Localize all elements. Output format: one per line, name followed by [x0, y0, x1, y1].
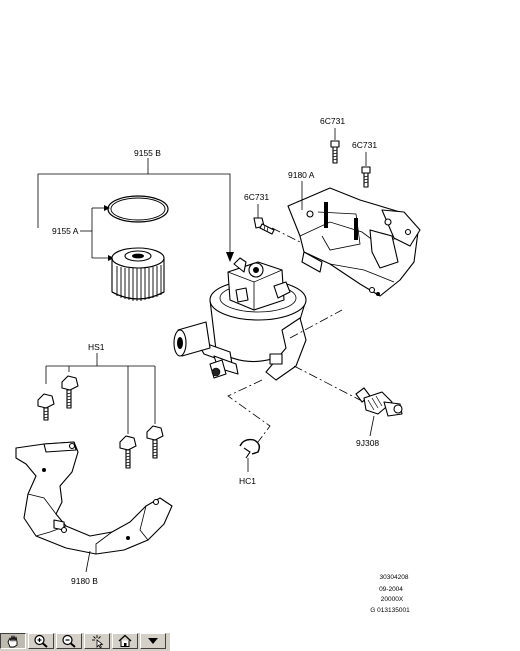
label-upper-bracket: 9180 A [288, 170, 315, 180]
dropdown-arrow-icon [145, 634, 161, 648]
bolt-6c731-top [330, 128, 340, 164]
filter-assembly-leader [37, 158, 234, 262]
meta-line-1: 30304208 [380, 574, 409, 581]
zoom-out-icon [61, 634, 77, 648]
lower-bracket [15, 441, 173, 555]
meta-line-2: 09-2004 [379, 586, 403, 593]
parts-diagram: 9155 B 9155 A [15, 116, 421, 614]
label-bolt-right: 6C731 [352, 140, 377, 150]
menu-dropdown-button[interactable] [140, 633, 166, 649]
sensor-9j308 [355, 387, 403, 437]
upper-bracket [287, 187, 421, 297]
meta-line-4: G 013135001 [370, 607, 410, 614]
hs1-bolt-1 [37, 393, 55, 421]
filter-element-leader [80, 205, 114, 261]
filter-cartridge [111, 247, 165, 301]
drawing-meta: 30304208 09-2004 20000X G 013135001 [370, 574, 410, 614]
zoom-in-icon [33, 634, 49, 648]
label-filter-assembly: 9155 B [134, 148, 161, 158]
hs1-bolt-2 [61, 375, 79, 409]
lower-bracket-leader [85, 550, 91, 573]
label-lower-bracket: 9180 B [71, 576, 98, 586]
zoom-out-button[interactable] [56, 633, 82, 649]
bolt-set-leader [45, 353, 156, 434]
o-ring [107, 195, 169, 223]
label-bolt-top: 6C731 [320, 116, 345, 126]
label-bolt-set: HS1 [88, 342, 105, 352]
clip-hc1 [239, 438, 261, 472]
home-icon [117, 634, 133, 648]
select-cursor-icon [89, 634, 105, 648]
label-bolt-left: 6C731 [244, 192, 269, 202]
pan-hand-icon [5, 634, 21, 648]
filter-housing [173, 257, 307, 381]
meta-line-3: 20000X [381, 596, 404, 603]
label-sensor: 9J308 [356, 438, 379, 448]
bolt-6c731-left [253, 204, 275, 235]
hs1-bolt-3 [119, 435, 137, 469]
zoom-in-button[interactable] [28, 633, 54, 649]
pan-button[interactable] [0, 633, 26, 649]
viewer-toolbar [0, 632, 170, 651]
home-button[interactable] [112, 633, 138, 649]
hs1-bolt-4 [146, 425, 164, 459]
label-filter-element: 9155 A [52, 226, 79, 236]
select-button[interactable] [84, 633, 110, 649]
bolt-6c731-right [361, 152, 371, 188]
label-clip: HC1 [239, 476, 256, 486]
